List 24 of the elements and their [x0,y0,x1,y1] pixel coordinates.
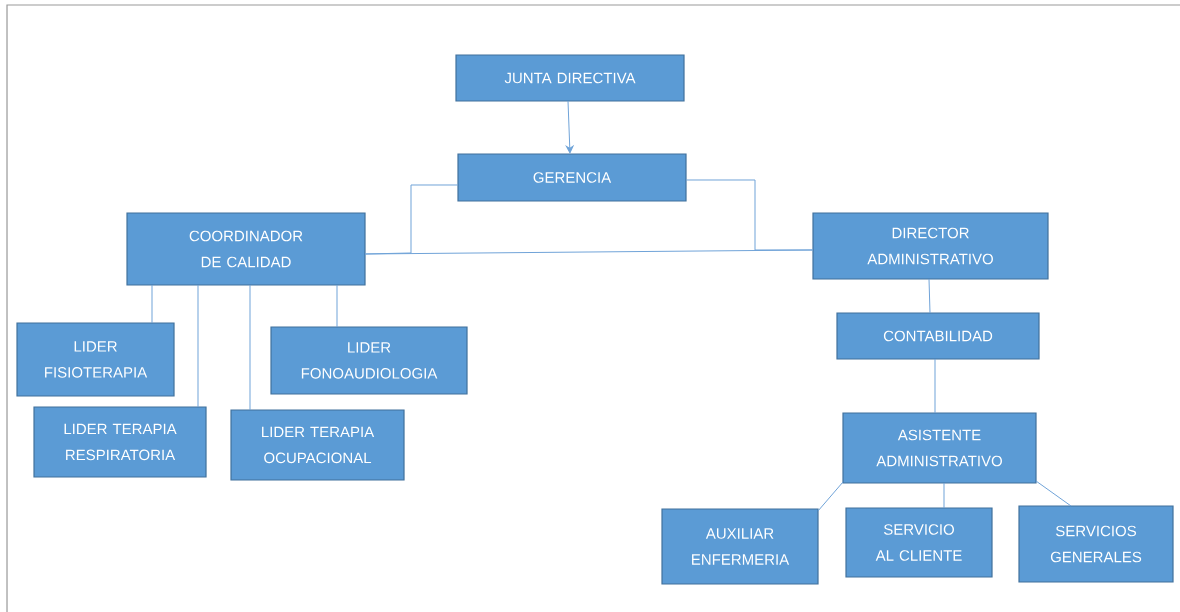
org-box: ASISTENTE ADMINISTRATIVO [842,412,1037,484]
connector-line [943,482,945,509]
org-box: SERVICIO AL CLIENTE [845,507,993,578]
org-box: GERENCIA [457,153,687,202]
org-box: COORDINADOR DE CALIDAD [126,212,366,286]
org-box: LIDER TERAPIA RESPIRATORIA [33,406,207,478]
connector-line [565,100,574,154]
connector-line [197,284,199,408]
connector-line [817,481,844,512]
connector-line [249,284,251,411]
connector-line [1035,480,1072,507]
org-box: LIDER TERAPIA OCUPACIONAL [230,409,405,481]
org-box: DIRECTOR ADMINISTRATIVO [812,212,1049,280]
connector-line [928,278,931,314]
org-box: LIDER FONOAUDIOLOGIA [270,326,468,395]
org-box: SERVICIOS GENERALES [1018,505,1174,583]
org-box: JUNTA DIRECTIVA [455,54,685,102]
connector-line [151,284,153,324]
connector-line [934,358,936,414]
org-box: LIDER FISIOTERAPIA [16,322,175,397]
org-box: AUXILIAR ENFERMERIA [661,508,819,585]
org-box: CONTABILIDAD [836,312,1040,360]
connector-line [364,249,814,255]
connector-line [336,284,338,328]
